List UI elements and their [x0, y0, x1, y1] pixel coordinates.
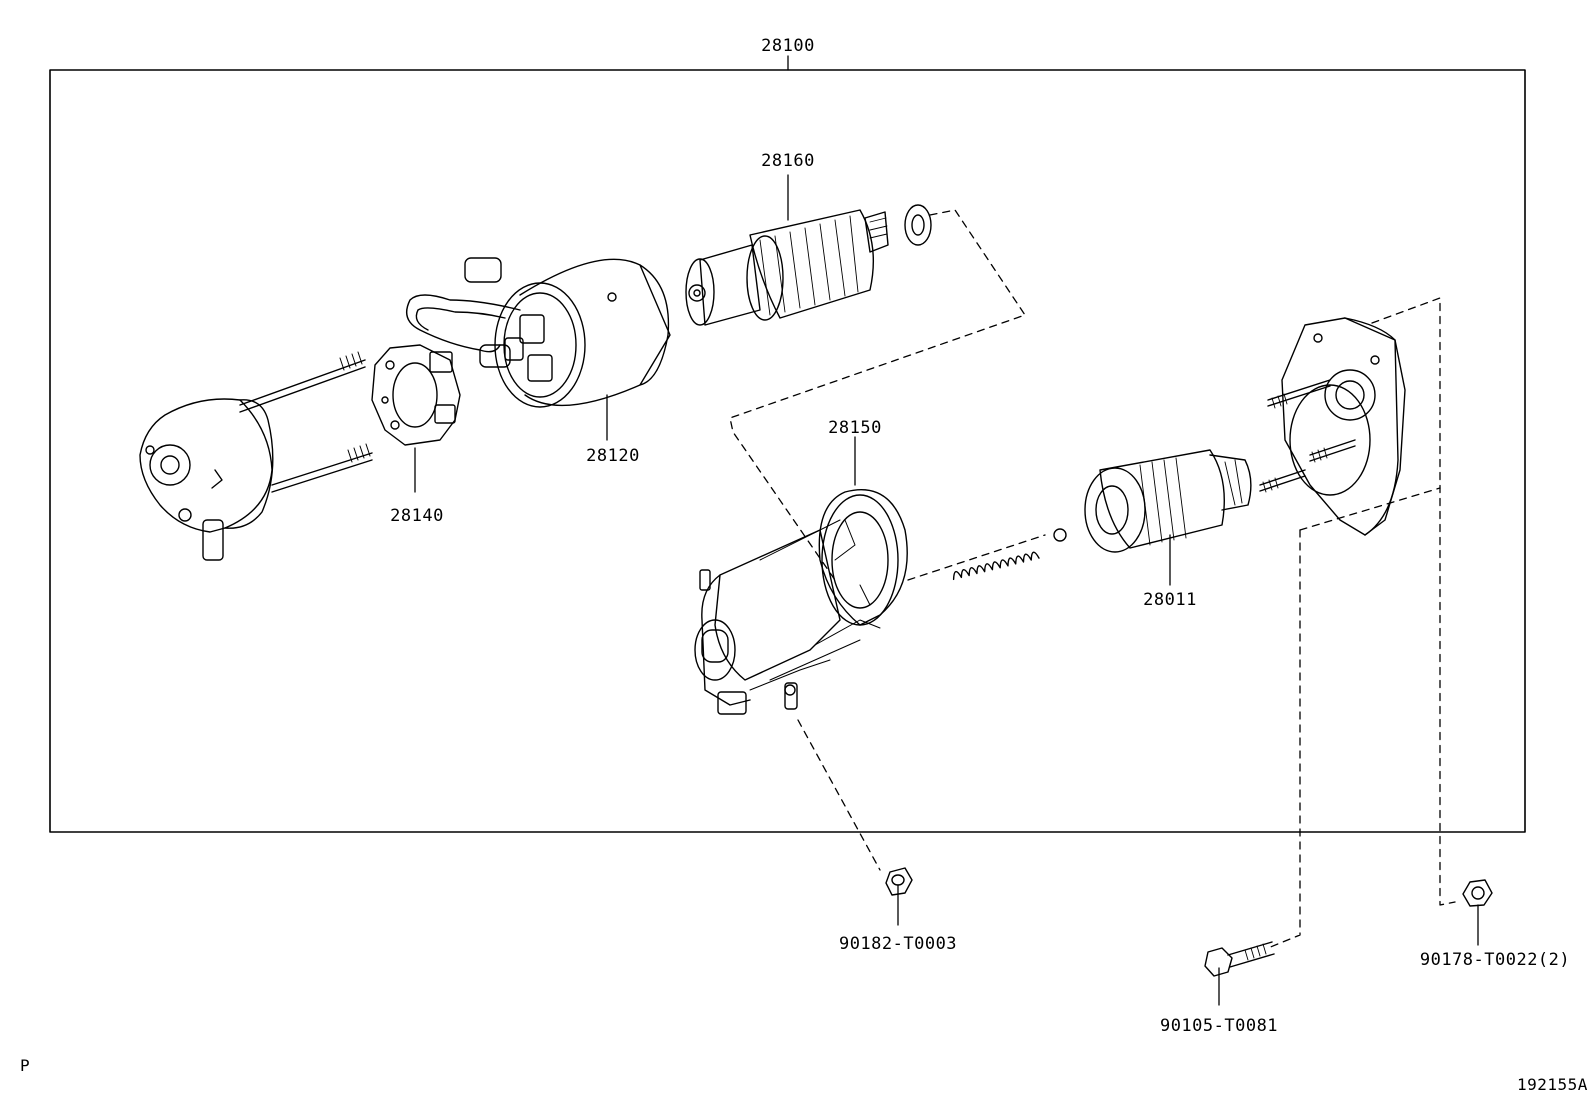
part-number-terminal-nut: 90182-T0003	[838, 934, 958, 954]
flange-nut-part	[1462, 879, 1493, 907]
commutator-end-frame	[139, 351, 373, 561]
page-mark: P	[20, 1056, 31, 1075]
part-number-magnetic-switch: 28150	[828, 418, 882, 438]
part-number-armature: 28160	[761, 151, 815, 171]
drive-end-housing	[1259, 317, 1406, 536]
armature-part	[685, 204, 932, 326]
leader-lines	[414, 55, 1479, 1006]
part-number-field-yoke: 28120	[586, 446, 640, 466]
dashed-guides	[729, 209, 1456, 949]
drawing-id: 192155A	[1517, 1075, 1588, 1094]
part-number-brush-holder: 28140	[390, 506, 444, 526]
field-yoke-part	[406, 257, 671, 408]
part-number-clutch-pinion: 28011	[1143, 590, 1197, 610]
bolt-part	[1204, 941, 1275, 977]
magnetic-switch-part	[694, 488, 908, 715]
clutch-pinion-part	[1084, 449, 1252, 553]
terminal-nut-part	[885, 867, 913, 896]
part-number-bolt: 90105-T0081	[1159, 1016, 1279, 1036]
return-spring-part	[952, 528, 1067, 581]
assembly-part-number: 28100	[761, 36, 815, 56]
part-number-flange-nut: 90178-T0022(2)	[1419, 950, 1571, 970]
brush-holder-part	[371, 344, 461, 446]
